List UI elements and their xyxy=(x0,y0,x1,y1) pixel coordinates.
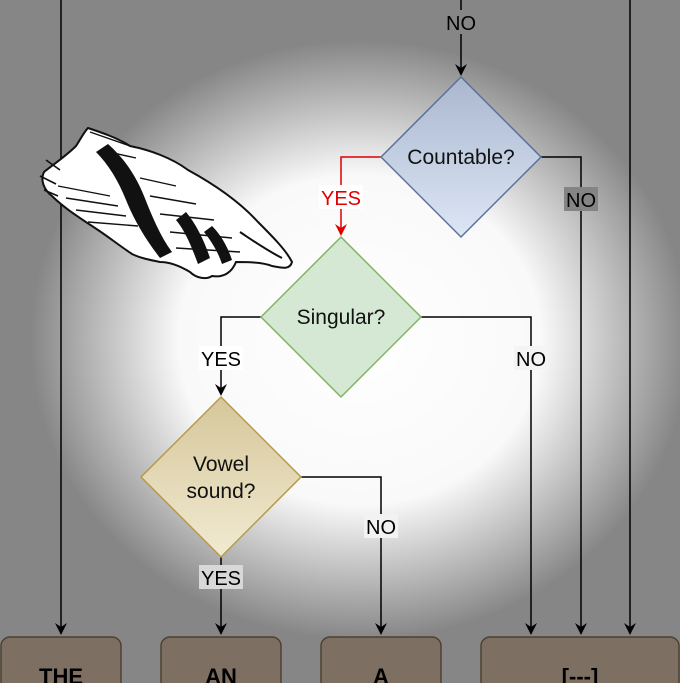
label-bg xyxy=(364,514,398,538)
edge-label-countable-no: NO xyxy=(566,190,596,212)
edge-label-countable-yes: YES xyxy=(321,188,361,210)
edge-label-vowel-yes: YES xyxy=(201,568,241,590)
result-an-label: AN xyxy=(205,664,237,683)
result-no-article: [---] xyxy=(480,636,680,683)
result-the: THE xyxy=(0,636,122,683)
result-no-article-label: [---] xyxy=(562,664,599,683)
result-a-label: A xyxy=(373,664,389,683)
result-a: A xyxy=(320,636,442,683)
decision-singular: Singular? xyxy=(259,235,423,399)
edge-singular-no xyxy=(421,316,537,635)
label-bg xyxy=(514,346,548,370)
label-bg xyxy=(564,187,598,211)
edge-countable-no xyxy=(541,156,587,635)
decision-singular-label: Singular? xyxy=(297,306,386,329)
decision-vowel-label-line2: sound? xyxy=(187,480,256,503)
label-bg xyxy=(199,565,243,589)
label-bg xyxy=(199,346,243,370)
decision-vowel-label-line1: Vowel xyxy=(193,453,249,476)
label-bg xyxy=(444,10,478,34)
decision-vowel-sound: Vowel sound? xyxy=(139,395,303,559)
edge-label-singular-no: NO xyxy=(516,349,546,371)
result-an: AN xyxy=(160,636,282,683)
result-the-label: THE xyxy=(39,664,83,683)
edge-label-singular-yes: YES xyxy=(201,349,241,371)
edge-vowel-no xyxy=(301,476,387,635)
decision-countable-label: Countable? xyxy=(407,146,514,169)
edge-label-vowel-no: NO xyxy=(366,517,396,539)
edge-label-top-no: NO xyxy=(446,13,476,35)
label-bg xyxy=(319,185,363,209)
pointing-hand-icon xyxy=(39,126,294,280)
decision-countable: Countable? xyxy=(379,75,543,239)
